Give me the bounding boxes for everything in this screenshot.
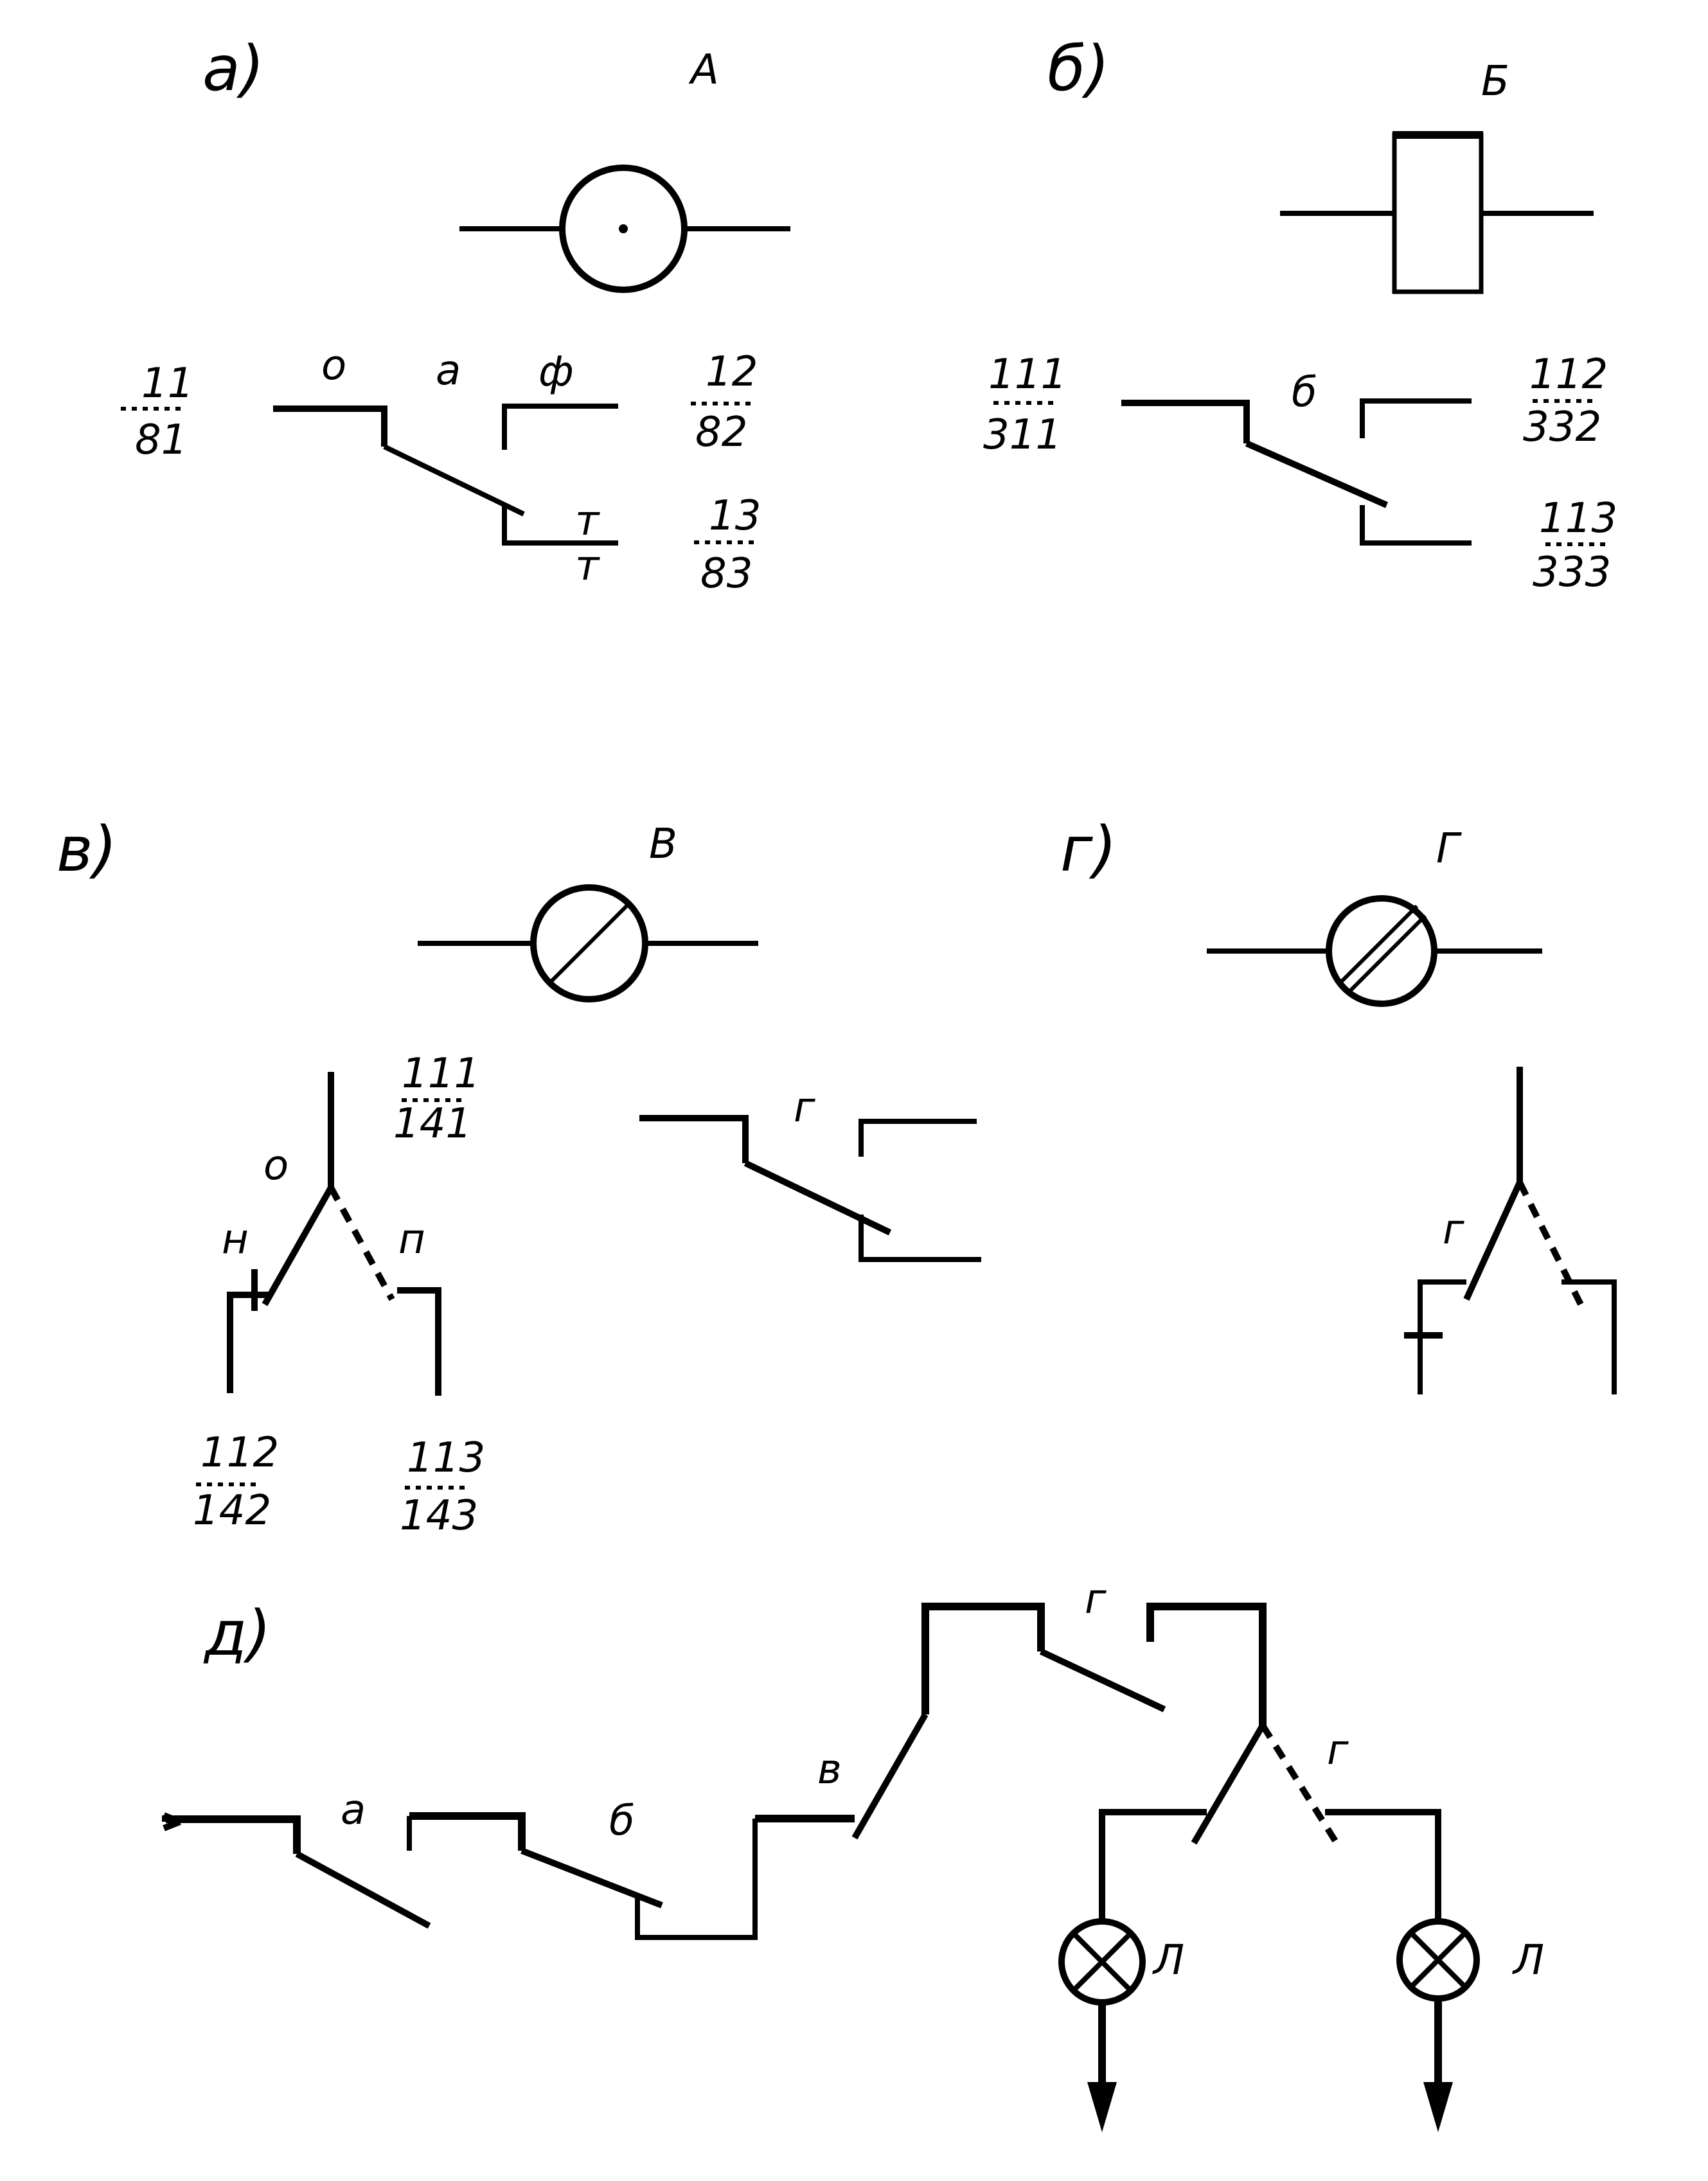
terminal-113-333: 113 333 (1533, 495, 1617, 596)
lamp-1: Л (1058, 1918, 1184, 2132)
contact-a-label: а (436, 347, 461, 395)
contact-b-switch (407, 1812, 758, 1940)
svg-text:113: 113 (1539, 495, 1617, 542)
panel-a: а) А 11 81 12 82 13 83 о а ф т т (121, 33, 790, 598)
changeover-contact-v (227, 1072, 441, 1396)
contact-v-switch (755, 1603, 1045, 1840)
contact-g1-switch (1039, 1603, 1267, 1725)
terminal-13-83: 13 83 (694, 492, 761, 598)
svg-text:333: 333 (1533, 549, 1611, 596)
svg-text:143: 143 (400, 1492, 478, 1540)
terminal-12-82: 12 82 (691, 348, 758, 456)
contact-v-label: в (817, 1746, 842, 1794)
panel-b-label: б) (1047, 33, 1110, 105)
contact-n-label: н (222, 1216, 249, 1263)
device-a-label: А (688, 46, 719, 94)
changeover-contact-g (1404, 1067, 1617, 1394)
svg-text:11: 11 (141, 360, 193, 407)
device-a-symbol (459, 165, 790, 293)
svg-text:141: 141 (393, 1100, 472, 1148)
svg-text:12: 12 (706, 348, 758, 396)
svg-text:113: 113 (407, 1434, 485, 1482)
device-g-symbol (1207, 895, 1542, 1007)
contact-o-label: о (321, 342, 346, 389)
panel-d-label: д) (203, 1598, 271, 1669)
contact-a-label: а (341, 1786, 366, 1834)
panel-g-label: г) (1060, 814, 1117, 886)
lamp-2-label: Л (1512, 1937, 1544, 1984)
panel-v-label: в) (57, 814, 117, 886)
contact-a-switch (166, 1815, 431, 1929)
svg-text:112: 112 (1529, 351, 1608, 398)
svg-text:142: 142 (193, 1487, 271, 1535)
panel-v: в) В 111 141 112 142 113 143 о н п г (57, 814, 981, 1540)
terminal-111-141: 111 141 (393, 1050, 480, 1148)
down-arrow-icon (1087, 2082, 1117, 2132)
svg-text:112: 112 (200, 1429, 279, 1477)
terminal-111-311: 111 311 (983, 351, 1067, 459)
svg-text:311: 311 (983, 411, 1062, 459)
contact-g-label: г (1443, 1206, 1464, 1254)
device-v-symbol (418, 884, 758, 1002)
panel-a-label: а) (202, 33, 264, 105)
contact-g1-label: г (1085, 1576, 1107, 1623)
contact-b-label: б (1292, 369, 1317, 416)
contact-a-switch (273, 404, 618, 546)
svg-text:111: 111 (402, 1050, 480, 1098)
svg-text:332: 332 (1523, 404, 1601, 451)
contact-g-label: г (794, 1084, 815, 1132)
terminal-112-332: 112 332 (1523, 351, 1608, 451)
contact-f-label: ф (538, 348, 574, 396)
contact-t2-label: т (575, 542, 600, 590)
panel-b: б) Б 111 311 112 332 113 333 б (983, 33, 1617, 596)
lamp-1-label: Л (1152, 1937, 1184, 1984)
lamp-2: Л (1396, 1918, 1544, 2132)
changeover-contact-d (1099, 1723, 1441, 1921)
contact-g-switch (639, 1115, 981, 1262)
terminal-113-143: 113 143 (400, 1434, 485, 1540)
svg-text:82: 82 (695, 409, 747, 456)
contact-g2-label: г (1327, 1727, 1349, 1774)
svg-text:81: 81 (135, 416, 187, 464)
contact-p-label: п (398, 1216, 425, 1263)
terminal-112-142: 112 142 (193, 1429, 279, 1535)
panel-d: д) а б в г г (162, 1576, 1544, 2132)
contact-b-switch (1121, 398, 1472, 546)
svg-text:13: 13 (709, 492, 761, 540)
terminal-11-81: 11 81 (121, 360, 193, 464)
down-arrow-icon (1423, 2082, 1453, 2132)
panel-g: г) Г г (1060, 814, 1617, 1394)
svg-text:83: 83 (700, 550, 752, 598)
contact-t1-label: т (575, 497, 600, 545)
contact-b-label: б (609, 1797, 634, 1845)
device-b-symbol (1280, 131, 1594, 294)
contact-o-label: о (263, 1142, 289, 1189)
device-b-label: Б (1481, 58, 1509, 105)
svg-text:111: 111 (988, 351, 1067, 398)
device-g-label: Г (1436, 825, 1462, 873)
device-v-label: В (649, 821, 677, 868)
